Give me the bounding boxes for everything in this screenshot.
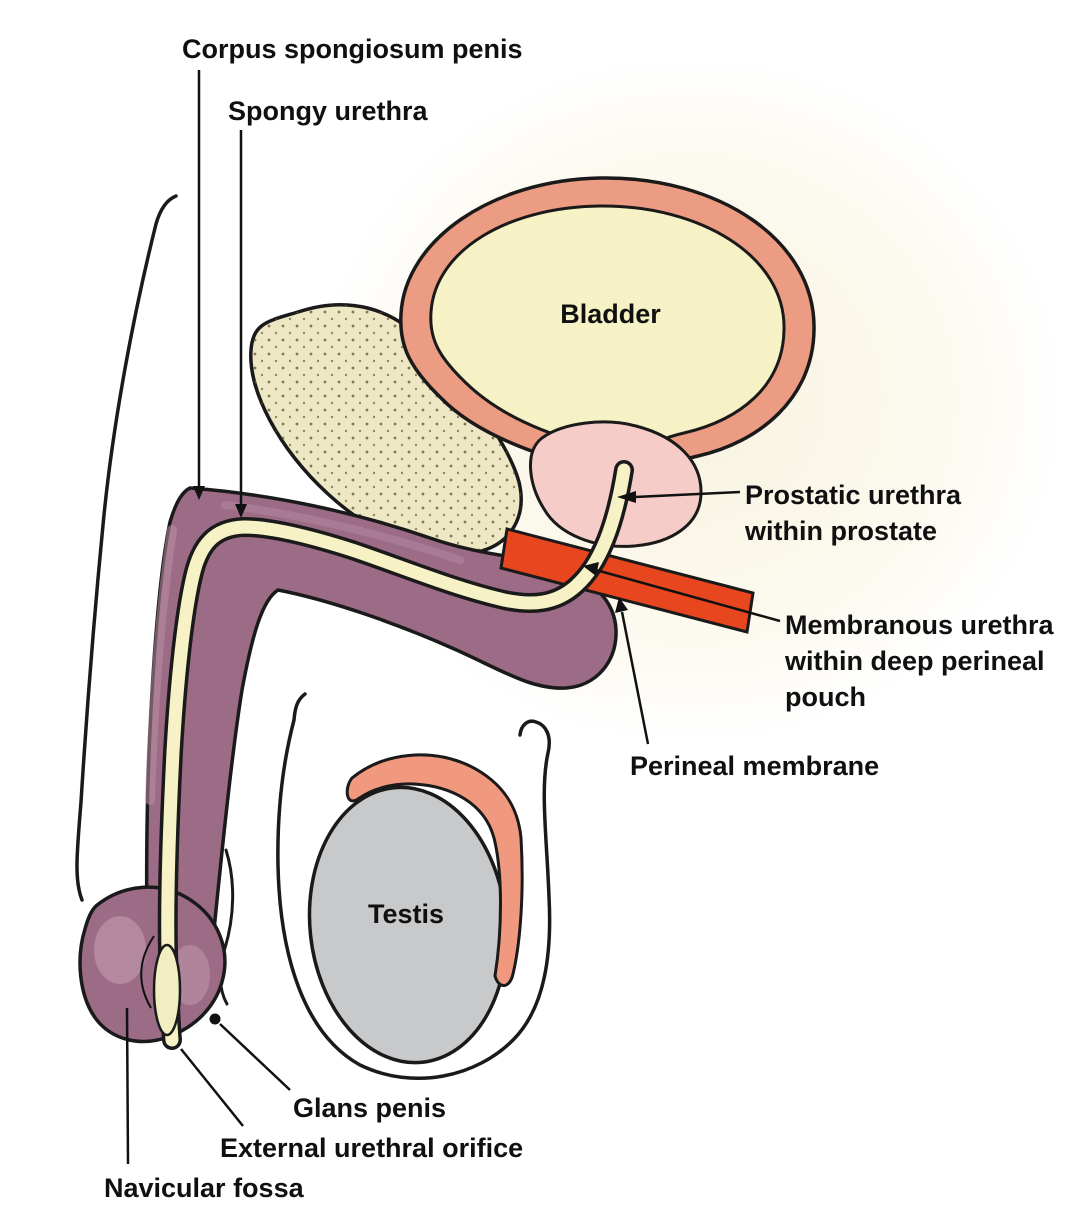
prostatic-leader-line [633, 490, 741, 499]
label-prostatic-urethra-line2: within prostate [745, 516, 938, 546]
navicular-fossa-shape [152, 943, 182, 1037]
urethra-channel [161, 463, 631, 1047]
label-prostatic-urethra-line1: Prostatic urethra [745, 480, 962, 510]
label-membranous-urethra: Membranous urethra within deep perineal … [785, 607, 1054, 715]
membranous-arrowhead [583, 562, 599, 576]
corpus-arrowhead [193, 486, 205, 500]
label-perineal-membrane: Perineal membrane [630, 751, 880, 781]
scrotum-outline [276, 692, 552, 1081]
shaft-highlight [145, 525, 177, 805]
spongy-arrowhead [235, 504, 247, 518]
label-navicular-fossa: Navicular fossa [104, 1173, 304, 1203]
pubic-bone-stipple [250, 304, 522, 555]
glans-leader-dot [209, 1013, 221, 1025]
label-spongy-urethra: Spongy urethra [228, 96, 428, 126]
prostatic-arrowhead [617, 491, 636, 503]
label-bladder: Bladder [560, 299, 661, 329]
navicular-leader-line [125, 1007, 130, 1165]
label-testis: Testis [368, 899, 445, 929]
label-membranous-urethra-line1: Membranous urethra [785, 610, 1054, 640]
perineal-leader-line [620, 611, 650, 745]
perineal-membrane-bar [499, 527, 755, 634]
label-glans-penis: Glans penis [293, 1093, 447, 1123]
label-prostatic-urethra: Prostatic urethra within prostate [745, 477, 961, 549]
body-contour-line [75, 194, 178, 902]
navicular-brace [140, 935, 155, 1009]
label-membranous-urethra-line3: pouch [785, 682, 866, 712]
label-corpus-spongiosum: Corpus spongiosum penis [182, 34, 523, 64]
glans-mottle [94, 916, 146, 984]
membranous-leader-line [595, 568, 781, 623]
shaft-highlight-top [221, 501, 464, 564]
label-external-urethral-orifice: External urethral orifice [220, 1133, 524, 1163]
perineal-arrowhead [615, 597, 628, 613]
glans-leader-line [219, 1023, 291, 1091]
label-membranous-urethra-line2: within deep perineal [785, 646, 1045, 676]
epididymis-shape [345, 753, 524, 987]
external-orifice-leader-line [180, 1048, 244, 1127]
